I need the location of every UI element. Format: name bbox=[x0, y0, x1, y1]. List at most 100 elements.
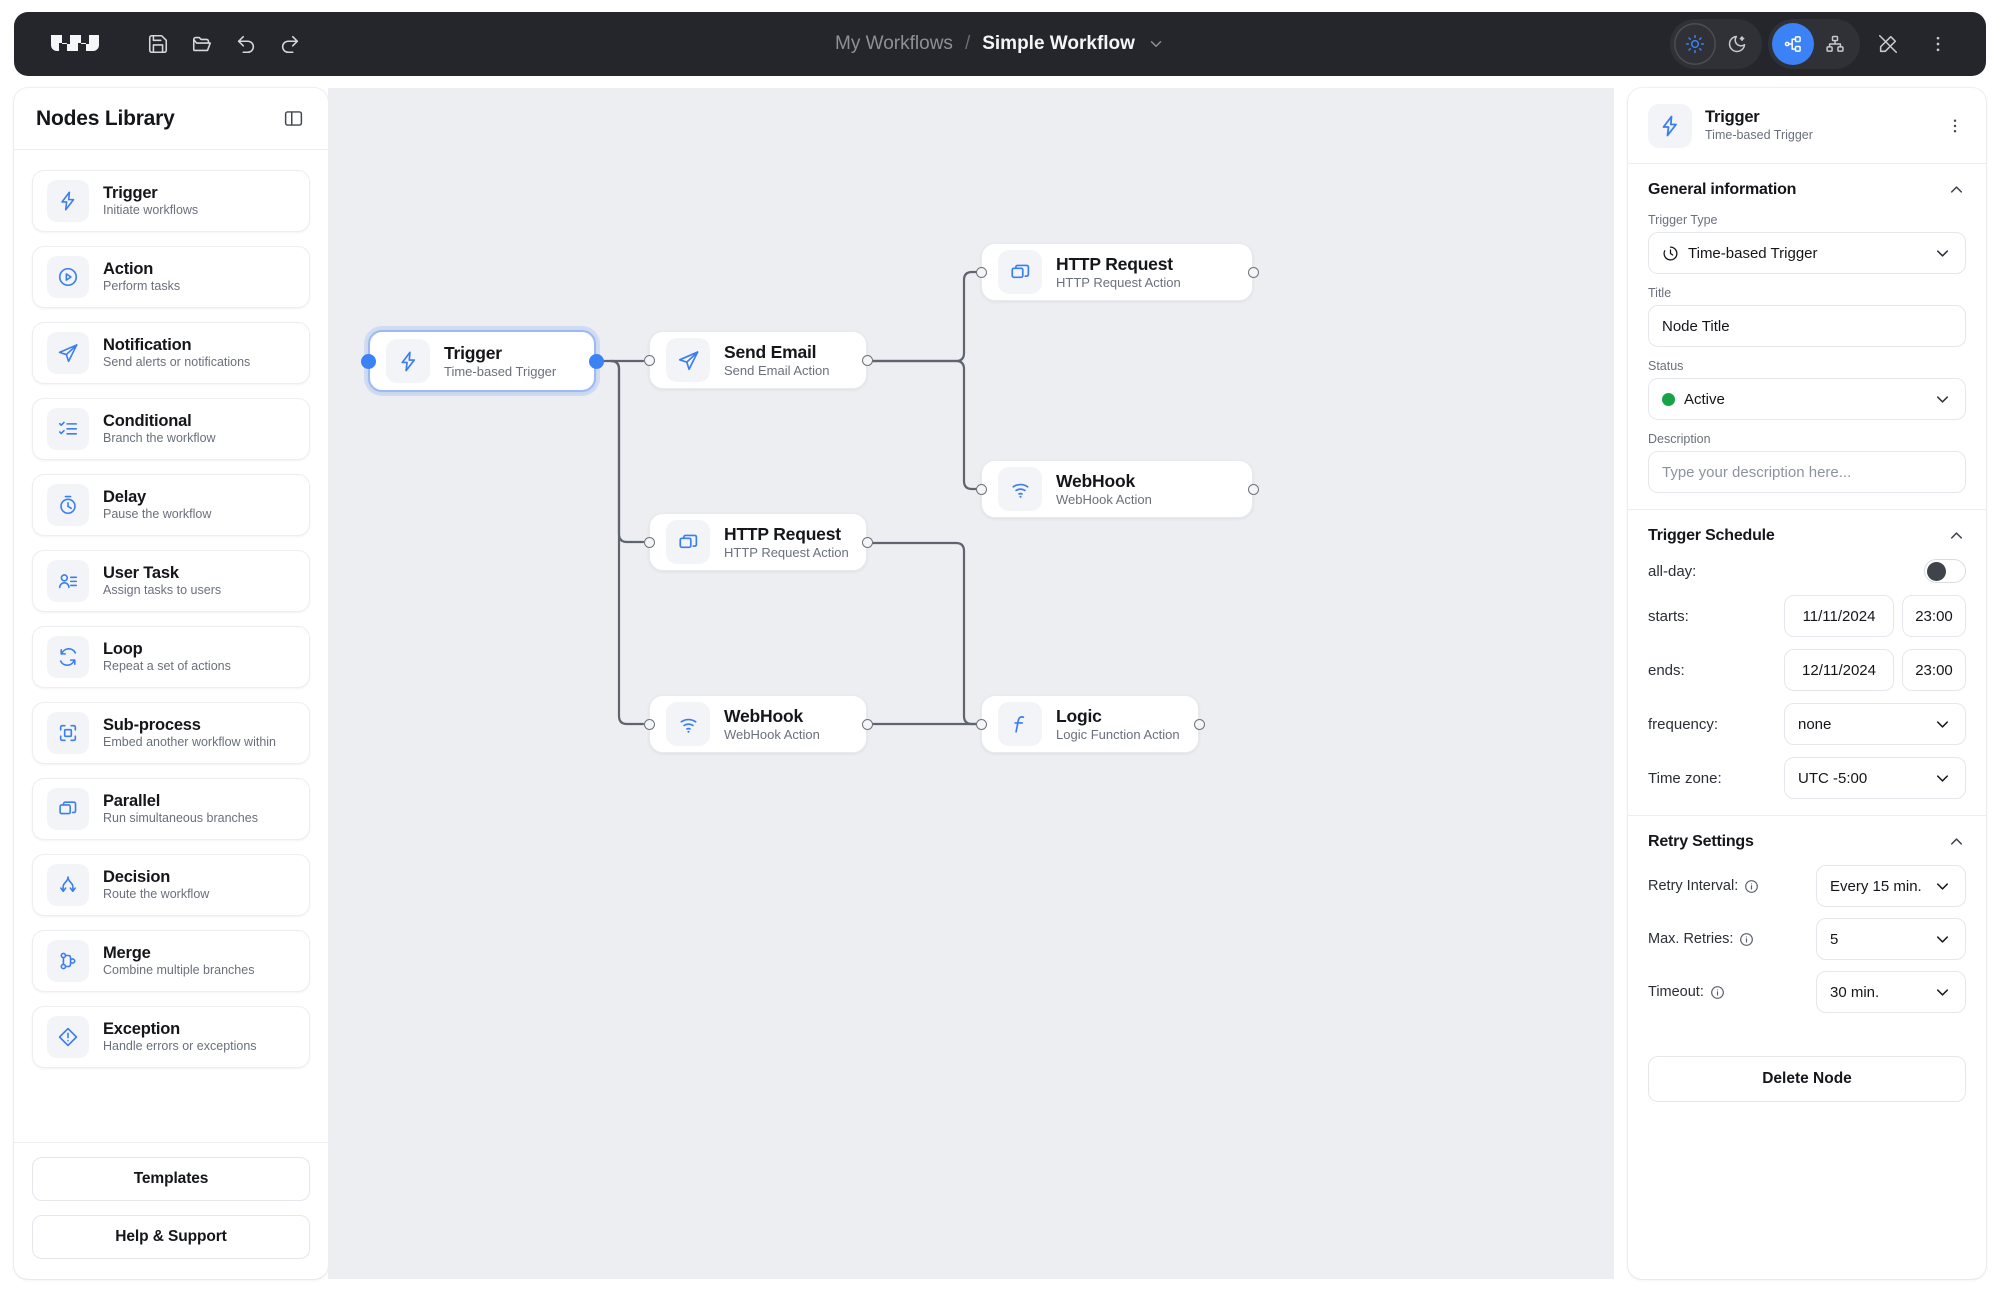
canvas-node-subtitle: HTTP Request Action bbox=[724, 544, 849, 560]
port-out-http-request-top[interactable] bbox=[1247, 266, 1259, 278]
folder-open-icon[interactable] bbox=[180, 22, 224, 66]
port-out-webhook-top[interactable] bbox=[1247, 483, 1259, 495]
port-out-http-request-mid[interactable] bbox=[861, 536, 873, 548]
library-item-name: Conditional bbox=[103, 411, 192, 430]
chevron-down-icon bbox=[1933, 930, 1952, 949]
port-out-trigger[interactable] bbox=[588, 353, 604, 369]
general-section-header[interactable]: General information bbox=[1648, 180, 1966, 199]
timeout-row: Timeout: 30 min. bbox=[1648, 971, 1966, 1013]
breadcrumb-parent[interactable]: My Workflows bbox=[835, 33, 953, 54]
retry-section-header[interactable]: Retry Settings bbox=[1648, 832, 1966, 851]
moon-icon[interactable] bbox=[1716, 23, 1758, 65]
trigger-type-select[interactable]: Time-based Trigger bbox=[1648, 232, 1966, 274]
undo-icon[interactable] bbox=[224, 22, 268, 66]
ends-date-input[interactable]: 12/11/2024 bbox=[1784, 649, 1894, 691]
save-icon[interactable] bbox=[136, 22, 180, 66]
page-title: Nodes Library bbox=[36, 106, 175, 130]
title-label: Title bbox=[1648, 286, 1672, 300]
max-retries-select[interactable]: 5 bbox=[1816, 918, 1966, 960]
info-circle-icon[interactable] bbox=[1744, 879, 1759, 894]
starts-time-input[interactable]: 23:00 bbox=[1902, 595, 1966, 637]
schedule-section-title: Trigger Schedule bbox=[1648, 526, 1775, 544]
port-in-logic[interactable] bbox=[975, 718, 987, 730]
theme-toggle-group bbox=[1670, 19, 1762, 69]
library-item-name: Action bbox=[103, 259, 154, 278]
library-item-desc: Handle errors or exceptions bbox=[103, 1039, 257, 1054]
info-circle-icon[interactable] bbox=[1710, 985, 1725, 1000]
title-input[interactable]: Node Title bbox=[1648, 305, 1966, 347]
chevron-up-icon[interactable] bbox=[1947, 180, 1966, 199]
layout-horizontal-icon[interactable] bbox=[1772, 23, 1814, 65]
breadcrumb-current[interactable]: Simple Workflow bbox=[982, 33, 1135, 54]
description-input[interactable]: Type your description here... bbox=[1648, 451, 1966, 493]
info-circle-icon[interactable] bbox=[1739, 932, 1754, 947]
port-in-http-request-mid[interactable] bbox=[643, 536, 655, 548]
kebab-menu-icon[interactable] bbox=[1944, 115, 1966, 137]
panel-collapse-icon[interactable] bbox=[280, 106, 306, 132]
timezone-select[interactable]: UTC -5:00 bbox=[1784, 757, 1966, 799]
canvas-node-title: Trigger bbox=[444, 342, 502, 363]
port-in-webhook-top[interactable] bbox=[975, 483, 987, 495]
chevron-down-icon[interactable] bbox=[1147, 35, 1165, 53]
port-in-trigger[interactable] bbox=[360, 353, 376, 369]
port-out-logic[interactable] bbox=[1193, 718, 1205, 730]
chevron-up-icon[interactable] bbox=[1947, 832, 1966, 851]
layout-vertical-icon[interactable] bbox=[1814, 23, 1856, 65]
port-out-send-email[interactable] bbox=[861, 354, 873, 366]
function-icon bbox=[998, 702, 1042, 746]
magic-wand-off-icon[interactable] bbox=[1866, 22, 1910, 66]
status-select[interactable]: Active bbox=[1648, 378, 1966, 420]
retry-interval-select[interactable]: Every 15 min. bbox=[1816, 865, 1966, 907]
help-support-button[interactable]: Help & Support bbox=[32, 1215, 310, 1259]
port-out-webhook-bottom[interactable] bbox=[861, 718, 873, 730]
canvas-node-subtitle: Time-based Trigger bbox=[444, 363, 557, 379]
delete-node-button[interactable]: Delete Node bbox=[1648, 1056, 1966, 1102]
allday-toggle[interactable] bbox=[1924, 559, 1966, 583]
chevron-up-icon[interactable] bbox=[1947, 526, 1966, 545]
git-merge-icon bbox=[47, 940, 89, 982]
ends-time-input[interactable]: 23:00 bbox=[1902, 649, 1966, 691]
canvas-node-title: HTTP Request bbox=[724, 523, 841, 544]
kebab-menu-icon[interactable] bbox=[1916, 22, 1960, 66]
schedule-section-header[interactable]: Trigger Schedule bbox=[1648, 526, 1966, 545]
library-item-name: Exception bbox=[103, 1019, 181, 1038]
allday-row: all-day: bbox=[1648, 559, 1966, 583]
sun-icon[interactable] bbox=[1674, 23, 1716, 65]
port-in-http-request-top[interactable] bbox=[975, 266, 987, 278]
port-in-send-email[interactable] bbox=[643, 354, 655, 366]
canvas-node-title: WebHook bbox=[1056, 470, 1135, 491]
starts-date-input[interactable]: 11/11/2024 bbox=[1784, 595, 1894, 637]
redo-icon[interactable] bbox=[268, 22, 312, 66]
play-circle-icon bbox=[47, 256, 89, 298]
timeout-select[interactable]: 30 min. bbox=[1816, 971, 1966, 1013]
starts-row: starts: 11/11/2024 23:00 bbox=[1648, 595, 1966, 637]
port-in-webhook-bottom[interactable] bbox=[643, 718, 655, 730]
library-item-desc: Repeat a set of actions bbox=[103, 659, 231, 674]
retry-settings-section: Retry Settings Retry Interval: Every 15 … bbox=[1628, 816, 1986, 1038]
workflow-logo[interactable] bbox=[48, 29, 102, 59]
templates-button[interactable]: Templates bbox=[32, 1157, 310, 1201]
trigger-type-value: Time-based Trigger bbox=[1688, 244, 1818, 262]
library-item-desc: Assign tasks to users bbox=[103, 583, 222, 598]
frequency-select[interactable]: none bbox=[1784, 703, 1966, 745]
